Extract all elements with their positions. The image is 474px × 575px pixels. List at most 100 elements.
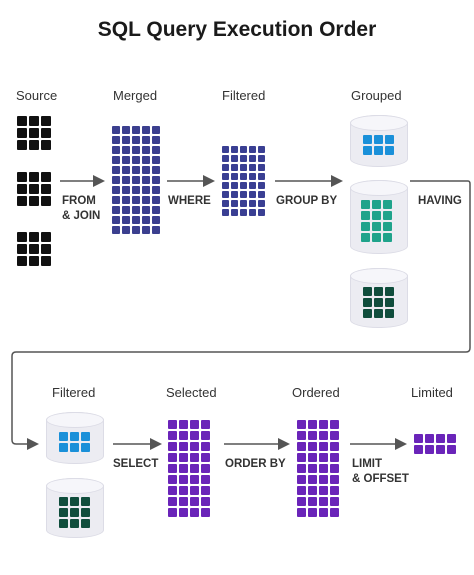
table-cell — [70, 508, 79, 517]
table-cell — [374, 146, 383, 155]
table-cell — [297, 464, 306, 473]
table-cell — [41, 172, 51, 182]
table-cell — [297, 431, 306, 440]
table-cell — [17, 232, 27, 242]
table-cell — [201, 475, 210, 484]
table-cell — [385, 287, 394, 296]
table-cell — [41, 232, 51, 242]
table-cell — [222, 173, 229, 180]
table-cell — [41, 244, 51, 254]
table-cell — [319, 420, 328, 429]
table-cell — [249, 200, 256, 207]
table-cell — [70, 497, 79, 506]
table-cell — [179, 420, 188, 429]
table-cell — [201, 420, 210, 429]
table-cell — [152, 216, 160, 224]
table-cell — [190, 442, 199, 451]
table-cell — [122, 196, 130, 204]
table-cell — [70, 432, 79, 441]
table-cell — [190, 453, 199, 462]
table-cell — [152, 126, 160, 134]
table-cell — [142, 146, 150, 154]
table-cell — [240, 155, 247, 162]
table-cell — [447, 434, 456, 443]
table-cell — [179, 442, 188, 451]
table-cell — [179, 497, 188, 506]
filtered-group-bucket-1 — [46, 412, 104, 464]
table-cell — [330, 475, 339, 484]
table-cell — [122, 126, 130, 134]
table-cell — [319, 486, 328, 495]
op-limit: LIMIT — [352, 458, 383, 470]
table-cell — [112, 176, 120, 184]
table-cell — [308, 442, 317, 451]
table-cell — [17, 140, 27, 150]
table-cell — [29, 256, 39, 266]
table-cell — [17, 184, 27, 194]
table-cell — [41, 256, 51, 266]
table-cell — [240, 191, 247, 198]
table-cell — [59, 508, 68, 517]
table-cell — [142, 226, 150, 234]
table-cell — [190, 464, 199, 473]
table-cell — [190, 497, 199, 506]
table-cell — [190, 486, 199, 495]
op-having: HAVING — [418, 195, 462, 207]
table-cell — [201, 508, 210, 517]
table-cell — [152, 186, 160, 194]
table-cell — [179, 464, 188, 473]
table-cell — [308, 497, 317, 506]
table-cell — [330, 442, 339, 451]
table-cell — [59, 497, 68, 506]
group-1-rows — [363, 135, 394, 155]
table-cell — [330, 497, 339, 506]
table-cell — [231, 173, 238, 180]
table-cell — [122, 206, 130, 214]
table-cell — [112, 146, 120, 154]
table-cell — [297, 475, 306, 484]
table-cell — [168, 420, 177, 429]
table-cell — [201, 442, 210, 451]
filtered-table — [222, 146, 265, 216]
table-cell — [363, 287, 372, 296]
diagram-title: SQL Query Execution Order — [97, 18, 377, 41]
table-cell — [308, 486, 317, 495]
table-cell — [17, 244, 27, 254]
table-cell — [168, 453, 177, 462]
group-bucket-2 — [350, 180, 408, 254]
table-cell — [122, 216, 130, 224]
table-cell — [319, 442, 328, 451]
table-cell — [361, 200, 370, 209]
filtered-group-2-rows — [59, 497, 90, 528]
table-cell — [190, 420, 199, 429]
table-cell — [319, 453, 328, 462]
table-cell — [29, 184, 39, 194]
table-cell — [383, 200, 392, 209]
table-cell — [132, 126, 140, 134]
table-cell — [132, 216, 140, 224]
table-cell — [142, 136, 150, 144]
table-cell — [258, 164, 265, 171]
table-cell — [190, 508, 199, 517]
table-cell — [142, 176, 150, 184]
table-cell — [152, 156, 160, 164]
table-cell — [132, 156, 140, 164]
table-cell — [222, 200, 229, 207]
table-cell — [231, 146, 238, 153]
table-cell — [436, 445, 445, 454]
table-cell — [308, 508, 317, 517]
table-cell — [17, 172, 27, 182]
table-cell — [361, 233, 370, 242]
table-cell — [201, 497, 210, 506]
table-cell — [132, 136, 140, 144]
table-cell — [308, 475, 317, 484]
table-cell — [59, 432, 68, 441]
table-cell — [258, 155, 265, 162]
table-cell — [249, 164, 256, 171]
table-cell — [122, 166, 130, 174]
table-cell — [142, 206, 150, 214]
table-cell — [201, 486, 210, 495]
table-cell — [258, 173, 265, 180]
table-cell — [297, 420, 306, 429]
table-cell — [240, 209, 247, 216]
